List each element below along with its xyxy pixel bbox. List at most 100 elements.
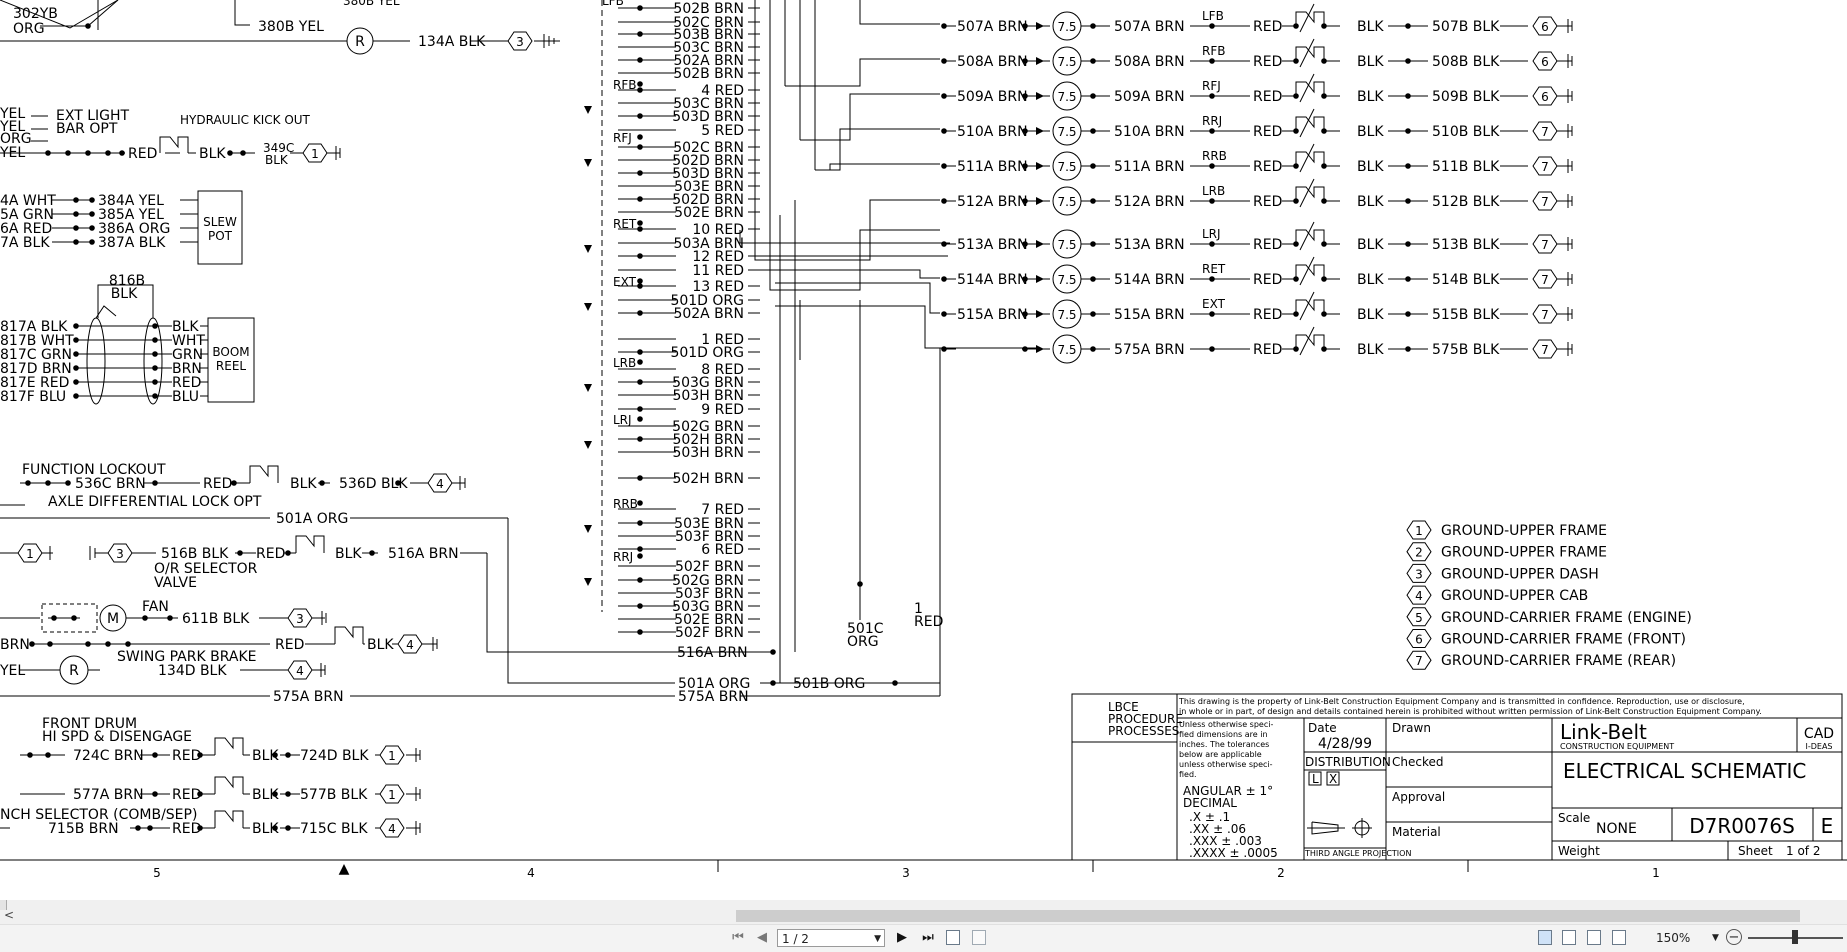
ground-symbol-number: 6	[1541, 55, 1549, 69]
junction-dot	[85, 150, 91, 156]
label-fan: FAN	[142, 599, 169, 615]
switch-tag: RRB	[613, 497, 638, 511]
junction-dot	[125, 641, 131, 647]
wire-label: 509B BLK	[1432, 89, 1500, 105]
junction-dot	[73, 365, 79, 371]
page-number-input[interactable]: 1 / 2 ▼	[777, 929, 885, 947]
junction-dot	[637, 349, 643, 355]
junction-dot	[319, 480, 325, 486]
legend-ground-symbol: 2	[1406, 542, 1432, 562]
junction-dot	[25, 480, 31, 486]
junction-dot	[770, 680, 776, 686]
first-page-button[interactable]: ⏮	[732, 930, 744, 945]
zoom-out-button[interactable]: −	[1726, 929, 1742, 945]
ground-symbol: 1	[17, 543, 43, 563]
wire-label: 386A ORG	[98, 221, 170, 237]
junction-dot	[1321, 93, 1327, 99]
bundle-wire-label: 11 RED	[692, 263, 744, 279]
junction-dot	[29, 641, 35, 647]
junction-dot	[227, 150, 233, 156]
ground-symbol: 3	[107, 543, 133, 563]
scrollbar-thumb[interactable]	[736, 910, 1800, 922]
proprietary-notice: in whole or in part, of design and detai…	[1179, 707, 1762, 716]
book-view-icon[interactable]	[1612, 930, 1626, 945]
single-page-view-icon[interactable]	[1538, 930, 1552, 945]
junction-dot	[1293, 241, 1299, 247]
junction-dot	[637, 436, 643, 442]
bundle-wire-label: 501D ORG	[670, 293, 744, 309]
junction-dot	[941, 93, 947, 99]
junction-dot	[857, 581, 863, 587]
switch-arrow-icon	[584, 303, 592, 311]
junction-dot	[1405, 241, 1411, 247]
wire-label: RED	[1253, 307, 1282, 323]
relay-label: R	[355, 34, 365, 50]
facing-pages-view-icon[interactable]	[1587, 930, 1601, 945]
label-or-selector: O/R SELECTOR	[154, 561, 258, 577]
zoom-slider-knob[interactable]	[1792, 930, 1798, 944]
scroll-left-arrow-icon[interactable]: <	[4, 908, 15, 922]
bundle-wire-label: 8 RED	[701, 362, 744, 378]
wire-label: RED	[128, 146, 157, 162]
wire-label: RED	[203, 476, 232, 492]
switch-tag: LRJ	[613, 413, 632, 427]
drawing-title: ELECTRICAL SCHEMATIC	[1563, 759, 1806, 783]
junction-dot	[142, 615, 148, 621]
junction-dot	[1293, 346, 1299, 352]
date-value: 4/28/99	[1318, 736, 1372, 752]
zoom-level[interactable]: 150%	[1656, 931, 1691, 945]
ground-symbol: 6	[1532, 16, 1558, 36]
legend-ground-symbol: 7	[1406, 650, 1432, 670]
wire-label: 134A BLK	[418, 34, 486, 50]
junction-dot	[65, 150, 71, 156]
bundle-wire-label: 502A BRN	[673, 53, 744, 69]
wire-label: 817A BLK	[0, 319, 68, 335]
label-third-angle: THIRD ANGLE PROJECTION	[1304, 849, 1411, 858]
wire-label: 516B BLK	[161, 546, 229, 562]
bundle-wire-label: 503E BRN	[674, 516, 744, 532]
junction-dot	[637, 57, 643, 63]
proprietary-notice: This drawing is the property of Link-Bel…	[1178, 697, 1745, 706]
page-dropdown-icon[interactable]: ▼	[874, 934, 881, 944]
junction-dot	[1293, 198, 1299, 204]
junction-dot	[637, 87, 643, 93]
ground-symbol: 7	[1532, 304, 1558, 324]
rotate-view-icon[interactable]	[946, 930, 960, 945]
junction-dot	[1022, 311, 1028, 317]
zoom-dropdown-icon[interactable]: ▼	[1712, 933, 1719, 943]
junction-dot	[45, 150, 51, 156]
wire-label: 817D BRN	[0, 361, 72, 377]
wire-label: 577A BRN	[73, 787, 144, 803]
wire-label: 513A BRN	[957, 237, 1028, 253]
continuous-view-icon[interactable]	[1562, 930, 1576, 945]
wire-label: YEL	[0, 145, 25, 161]
label-lbce: PROCESSES	[1108, 724, 1179, 738]
wire-label: BLK	[1357, 54, 1384, 70]
switch-tag: LRB	[613, 356, 636, 370]
fit-page-icon[interactable]	[972, 930, 986, 945]
next-page-button[interactable]: ▶	[897, 930, 907, 945]
bundle-wire-label: 502A BRN	[673, 306, 744, 322]
ground-symbol-number: 1	[311, 147, 319, 161]
ground-symbol-number: 3	[116, 547, 124, 561]
ground-symbol: 1	[302, 143, 328, 163]
junction-dot	[45, 752, 51, 758]
fuse-rating: 7.5	[1057, 55, 1076, 69]
wire-label: BLU	[172, 389, 199, 405]
label-weight: Weight	[1558, 844, 1600, 858]
last-page-button[interactable]: ⏭	[922, 930, 934, 945]
ground-symbol-number: 6	[1541, 20, 1549, 34]
label-function-lockout: FUNCTION LOCKOUT	[22, 462, 166, 478]
ground-symbol: 7	[1532, 339, 1558, 359]
tolerance-decimal-value: .XX ± .06	[1189, 822, 1246, 836]
junction-dot	[1321, 163, 1327, 169]
wire-label: ORG	[0, 131, 32, 147]
previous-page-button[interactable]: ◀	[757, 930, 767, 945]
junction-dot	[1405, 163, 1411, 169]
junction-dot	[941, 198, 947, 204]
legend-text: GROUND-UPPER FRAME	[1441, 545, 1607, 561]
